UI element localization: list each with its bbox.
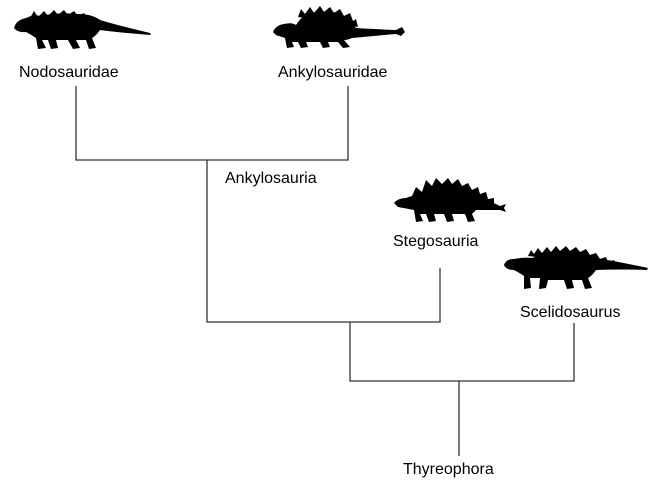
branch-eurypoda-stem	[350, 322, 574, 381]
scelidosaur-silhouette-icon	[504, 246, 648, 289]
stegosaur-silhouette-icon	[394, 178, 506, 222]
branch-ankylosauria-clade	[76, 86, 348, 160]
tree-branches	[76, 86, 574, 456]
taxon-label-nodosauridae: Nodosauridae	[19, 64, 119, 82]
taxon-label-stegosauria: Stegosauria	[393, 233, 478, 251]
nodosaur-silhouette-icon	[14, 10, 151, 49]
clade-label-ankylosauria: Ankylosauria	[225, 170, 317, 188]
taxon-label-scelidosaurus: Scelidosaurus	[520, 304, 621, 322]
ankylosaur-silhouette-icon	[273, 6, 405, 48]
clade-label-thyreophora: Thyreophora	[403, 461, 494, 479]
taxon-label-ankylosauridae: Ankylosauridae	[278, 64, 387, 82]
